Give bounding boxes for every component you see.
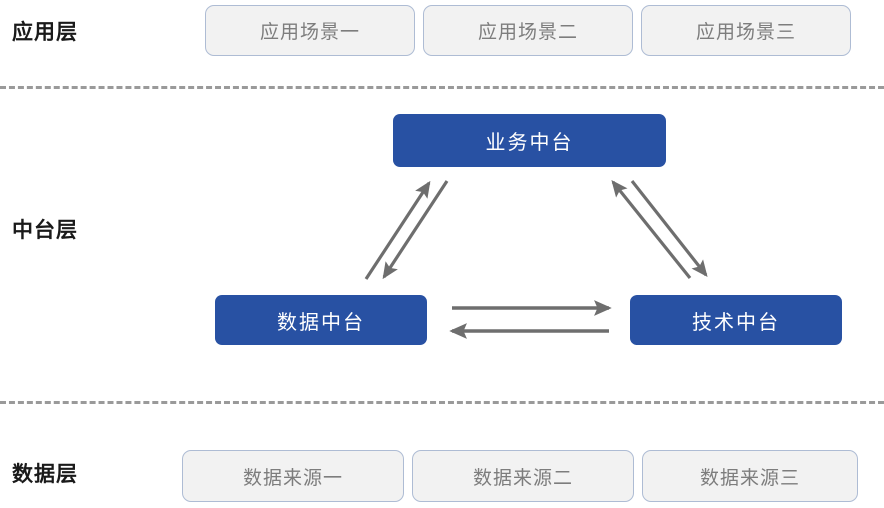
application-scene-box-3[interactable]: 应用场景三 [641, 5, 851, 56]
arrow-business-to-tech [630, 180, 708, 278]
layer-label-middle: 中台层 [12, 219, 78, 242]
platform-box-business[interactable]: 业务中台 [393, 114, 666, 167]
layer-divider-top [0, 86, 884, 89]
layer-label-application: 应用层 [12, 21, 78, 44]
application-scene-box-2[interactable]: 应用场景二 [423, 5, 633, 56]
arrow-tech-to-business [611, 180, 692, 280]
layer-label-data: 数据层 [12, 463, 78, 486]
arrow-data-to-business [364, 180, 431, 280]
data-source-box-1[interactable]: 数据来源一 [182, 450, 404, 502]
data-source-box-2[interactable]: 数据来源二 [412, 450, 634, 502]
application-scene-box-1[interactable]: 应用场景一 [205, 5, 415, 56]
arrow-business-to-data [382, 180, 449, 280]
platform-box-data[interactable]: 数据中台 [215, 295, 427, 345]
data-source-box-3[interactable]: 数据来源三 [642, 450, 858, 502]
layer-divider-bottom [0, 401, 884, 404]
platform-box-tech[interactable]: 技术中台 [630, 295, 842, 345]
